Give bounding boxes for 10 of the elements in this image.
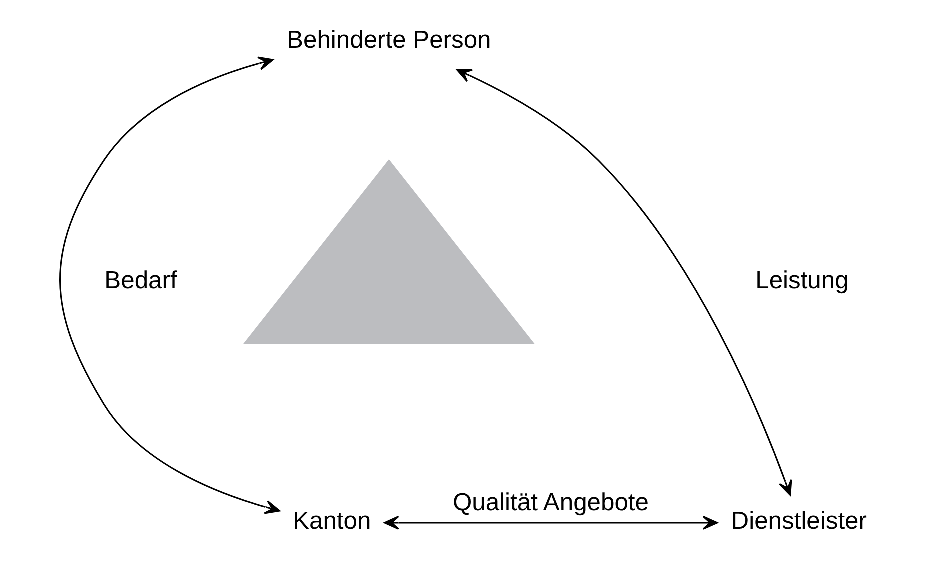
edge-label: Leistung [756, 267, 849, 294]
arrow [384, 516, 718, 530]
node-triangle [243, 160, 535, 344]
node-text: Dienstleister [731, 508, 867, 535]
node-text: Behinderte Person [287, 26, 492, 54]
edge-label: Bedarf [104, 267, 178, 294]
node-text: Kanton [293, 508, 372, 535]
arrow [60, 56, 280, 514]
edge-label: Qualität Angebote [452, 489, 650, 516]
arrow [456, 69, 792, 496]
